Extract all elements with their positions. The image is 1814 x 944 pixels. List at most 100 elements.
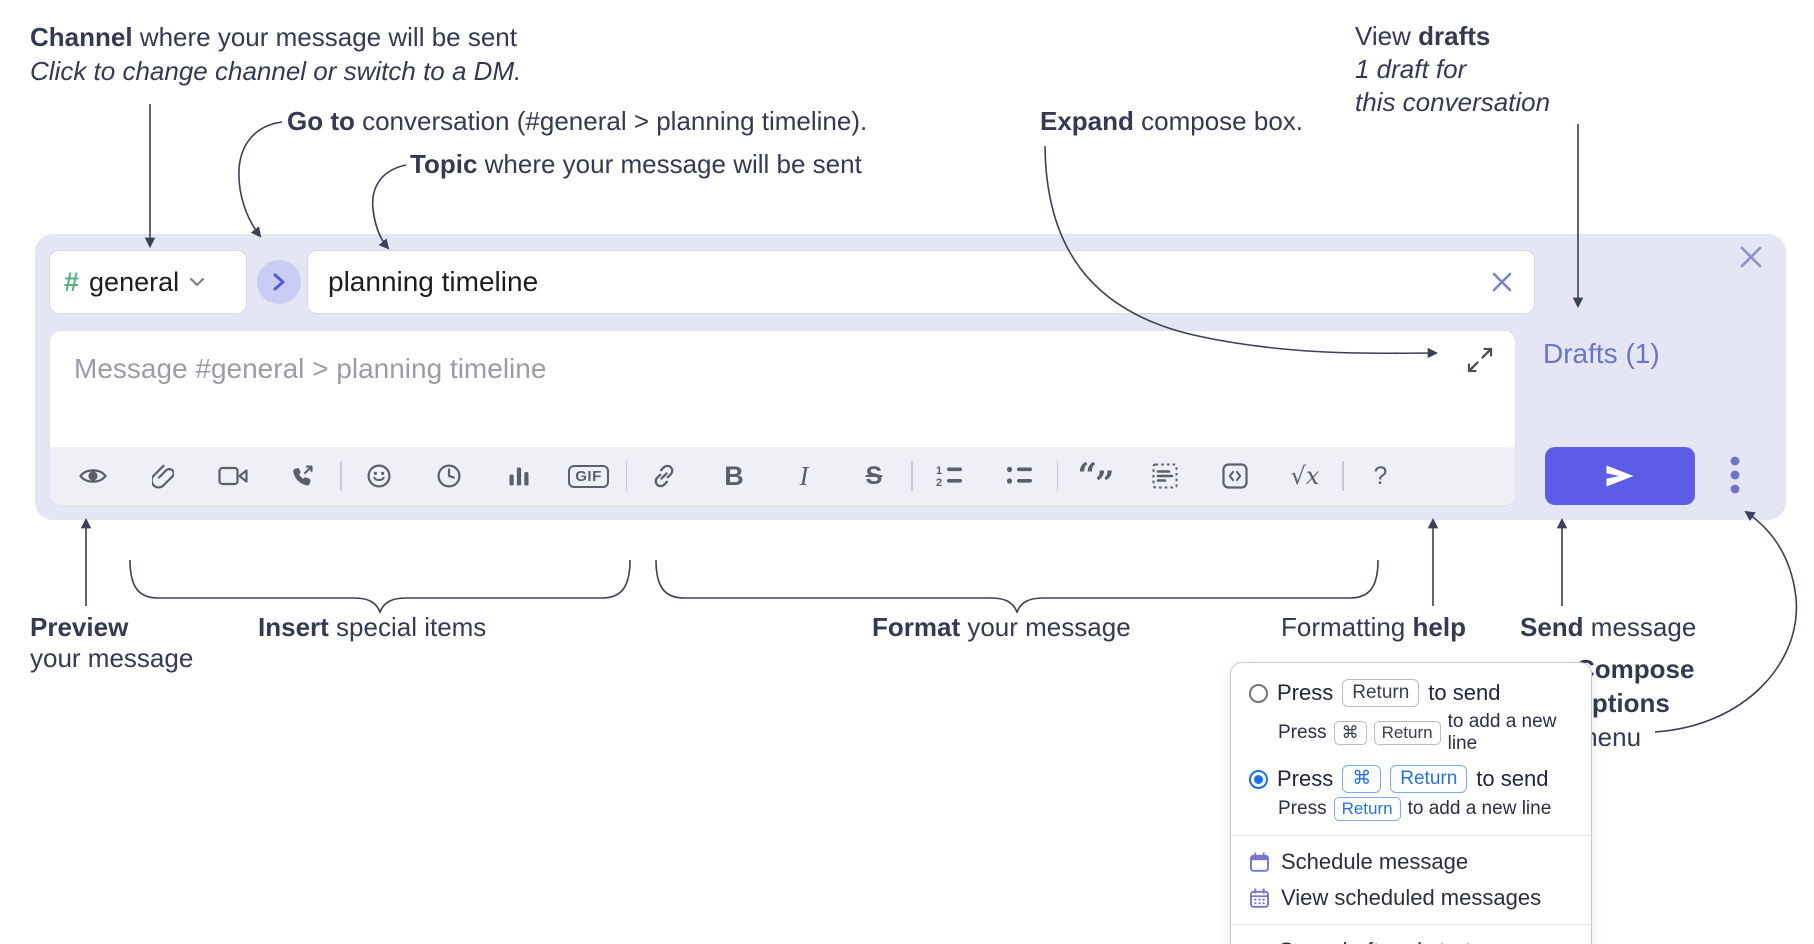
goto-conversation-button[interactable]	[257, 260, 301, 304]
gif-button[interactable]: GIF	[554, 447, 624, 505]
format-label-rest: your message	[960, 612, 1131, 642]
expand-icon	[1467, 347, 1493, 373]
calendar-icon	[1250, 851, 1269, 872]
radio-selected-icon[interactable]	[1249, 769, 1268, 789]
bulleted-list-button[interactable]	[985, 447, 1055, 505]
svg-text:1: 1	[936, 465, 942, 477]
vertical-dots-icon	[1730, 456, 1740, 494]
compose-box: # general planning timeline Message #gen…	[35, 234, 1786, 520]
drafts-annotation-sub2: this conversation	[1355, 87, 1551, 117]
menu-item-label: View scheduled messages	[1281, 885, 1542, 910]
video-button[interactable]	[198, 447, 268, 505]
send-label-lead: Send	[1520, 612, 1584, 642]
menu-item-label: Schedule message	[1281, 849, 1469, 874]
code-button[interactable]	[1200, 447, 1270, 505]
bar-chart-icon	[509, 467, 528, 486]
message-input[interactable]: Message #general > planning timeline	[50, 331, 1515, 449]
formula-button[interactable]: √x	[1290, 462, 1320, 490]
chevron-down-icon	[190, 277, 205, 287]
topic-input[interactable]: planning timeline	[307, 250, 1535, 314]
option-return-to-send[interactable]: Press Return to send	[1231, 675, 1591, 709]
recent-button[interactable]	[414, 447, 484, 505]
menu-item-save-draft[interactable]: Save draft and start a new message	[1231, 933, 1591, 944]
option-cmd-return-to-send[interactable]: Press ⌘ Return to send	[1231, 761, 1591, 795]
formatting-help-label-lead: help	[1412, 612, 1466, 642]
menu-item-label: Save draft and start a new message	[1279, 938, 1573, 944]
compose-options-button[interactable]	[1713, 452, 1757, 500]
drafts-annotation-pre: View	[1355, 21, 1419, 51]
menu-divider	[1231, 835, 1591, 836]
return-keycap: Return	[1342, 679, 1420, 707]
toolbar-divider	[1342, 461, 1344, 491]
message-box: Message #general > planning timeline	[49, 330, 1516, 506]
option-return-sub: Press ⌘ Return to add a new line	[1231, 709, 1591, 761]
clear-topic-icon[interactable]	[1490, 270, 1514, 294]
strikethrough-button[interactable]: S	[865, 461, 883, 490]
channel-annotation-sub: Click to change channel or switch to a D…	[30, 56, 522, 86]
option-text: Press	[1277, 680, 1334, 705]
code-block-icon	[1152, 463, 1178, 489]
sub-text: Press	[1278, 798, 1327, 819]
menu-item-view-scheduled[interactable]: View scheduled messages	[1231, 880, 1591, 916]
channel-annotation-rest: where your message will be sent	[132, 22, 517, 52]
preview-label-lead: Preview	[30, 612, 129, 642]
menu-item-schedule-message[interactable]: Schedule message	[1231, 844, 1591, 880]
formatting-help-button[interactable]: ?	[1373, 461, 1388, 490]
ordered-list-icon: 1 2	[936, 465, 962, 488]
goto-annotation-lead: Go to	[287, 106, 355, 136]
link-button[interactable]	[629, 447, 699, 505]
svg-text:2: 2	[936, 477, 942, 488]
audio-call-button[interactable]	[268, 447, 338, 505]
insert-label: Insert special items	[258, 612, 486, 643]
expand-annotation-rest: compose box.	[1133, 106, 1304, 136]
drafts-annotation: View drafts 1 draft for this conversatio…	[1355, 20, 1550, 119]
preview-button[interactable]	[58, 447, 128, 505]
option-cmd-return-sub: Press Return to add a new line	[1231, 795, 1591, 827]
drafts-link[interactable]: Drafts (1)	[1543, 338, 1660, 369]
channel-annotation: Channel where your message will be sent …	[30, 20, 521, 88]
send-button[interactable]	[1545, 447, 1695, 505]
compose-options-menu: Press Return to send Press ⌘ Return to a…	[1230, 662, 1592, 944]
channel-selector[interactable]: # general	[49, 250, 247, 314]
sub-text: to add a new line	[1447, 711, 1557, 754]
return-keycap: Return	[1373, 721, 1441, 745]
code-block-button[interactable]	[1130, 447, 1200, 505]
sub-text: to add a new line	[1407, 798, 1552, 819]
close-icon[interactable]	[1740, 246, 1762, 268]
option-text: to send	[1476, 766, 1549, 791]
bold-button[interactable]: B	[724, 460, 744, 491]
toolbar-divider	[911, 461, 913, 491]
expand-compose-button[interactable]	[1467, 347, 1493, 373]
blockquote-button[interactable]: “”	[1060, 447, 1130, 505]
paperclip-icon	[152, 464, 174, 488]
goto-annotation: Go to conversation (#general > planning …	[287, 104, 867, 138]
emoji-icon	[367, 464, 390, 488]
poll-button[interactable]	[484, 447, 554, 505]
compose-options-label-l1: Compose	[1576, 654, 1695, 684]
channel-name: general	[89, 266, 180, 297]
formatting-help-label-pre: Formatting	[1281, 612, 1413, 642]
toolbar-divider	[625, 461, 627, 491]
return-keycap: Return	[1390, 765, 1468, 793]
topic-annotation-rest: where your message will be sent	[477, 149, 862, 179]
chevron-right-icon	[273, 273, 285, 291]
topic-annotation-lead: Topic	[410, 149, 478, 179]
option-text: to send	[1428, 680, 1501, 705]
channel-annotation-lead: Channel	[30, 22, 133, 52]
attach-button[interactable]	[128, 447, 198, 505]
send-label: Send message	[1520, 612, 1696, 643]
radio-unselected-icon[interactable]	[1249, 683, 1268, 703]
preview-label-sub: your message	[30, 643, 194, 673]
format-label: Format your message	[872, 612, 1131, 643]
insert-label-lead: Insert	[258, 612, 329, 642]
formatting-help-label: Formatting help	[1281, 612, 1466, 643]
expand-annotation-lead: Expand	[1040, 106, 1134, 136]
eye-icon	[79, 469, 107, 483]
italic-button[interactable]: I	[799, 460, 809, 491]
menu-divider	[1231, 924, 1591, 925]
ordered-list-button[interactable]: 1 2	[915, 447, 985, 505]
topic-annotation: Topic where your message will be sent	[410, 147, 862, 181]
code-icon	[1222, 463, 1248, 489]
emoji-button[interactable]	[344, 447, 414, 505]
